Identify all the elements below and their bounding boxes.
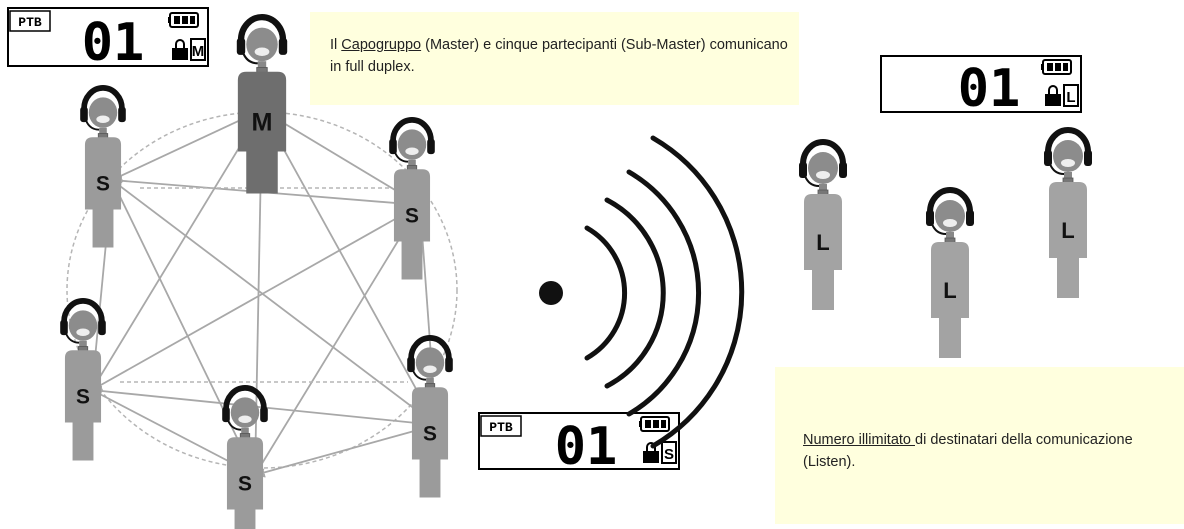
role-letter: S xyxy=(96,173,110,196)
connection-arrow xyxy=(111,179,256,476)
lock-icon xyxy=(1045,85,1061,106)
display-channel: 01 xyxy=(555,417,618,477)
connection-arrow xyxy=(253,422,438,478)
role-letter: M xyxy=(252,108,273,136)
display-role: S xyxy=(664,446,674,463)
display-listen: 01 L xyxy=(880,55,1082,119)
headphones-icon xyxy=(408,335,452,359)
role-letter: S xyxy=(405,205,419,228)
display-sub: PTB 01 S xyxy=(478,412,680,477)
connection-arrow xyxy=(261,109,421,206)
person-s: S xyxy=(60,298,106,461)
headphones-icon xyxy=(61,298,105,322)
display-brand: PTB xyxy=(489,420,513,435)
connection-arrow xyxy=(111,109,263,181)
note-text-pre: Il xyxy=(330,37,342,53)
headphones-icon xyxy=(927,187,973,213)
display-channel: 01 xyxy=(958,59,1021,119)
headphones-icon xyxy=(1045,127,1091,153)
person-l: L xyxy=(926,187,974,358)
note-text-post: (Master) e cinque partecipanti (Sub-Mast… xyxy=(330,37,788,75)
display-role: L xyxy=(1066,89,1075,106)
display-master: PTB 01 M xyxy=(7,7,209,73)
person-s: S xyxy=(407,335,453,498)
headphones-icon xyxy=(390,117,434,141)
wireless-signal-icon xyxy=(539,135,745,449)
unlimited-term: Numero illimitato xyxy=(803,432,915,448)
note-text-post: di destinatari della comunicazione (List… xyxy=(803,432,1133,470)
people-group: M S S S S S L L L xyxy=(60,14,1092,529)
headphones-icon xyxy=(223,385,267,409)
capogruppo-term: Capogruppo xyxy=(341,37,422,53)
connection-arrow xyxy=(91,204,421,391)
listen-description-note: Numero illimitato di destinatari della c… xyxy=(803,429,1173,473)
display-channel: 01 xyxy=(82,13,145,73)
person-s: S xyxy=(222,385,268,529)
person-s: S xyxy=(389,117,435,280)
person-s: S xyxy=(80,85,126,248)
role-letter: S xyxy=(238,473,252,496)
master-description-note: Il Capogruppo (Master) e cinque partecip… xyxy=(310,12,799,105)
display-role: M xyxy=(192,43,205,60)
role-letter: L xyxy=(1061,218,1074,243)
role-letter: S xyxy=(76,386,90,409)
headphones-icon xyxy=(81,85,125,109)
person-m: M xyxy=(236,14,288,194)
headphones-icon xyxy=(237,14,287,41)
person-l: L xyxy=(1044,127,1092,298)
headphones-icon xyxy=(800,139,846,165)
role-letter: S xyxy=(423,423,437,446)
person-l: L xyxy=(799,139,847,310)
connection-arrow xyxy=(111,179,437,426)
battery-icon xyxy=(168,12,199,28)
lock-icon xyxy=(172,39,188,60)
role-letter: L xyxy=(943,278,956,303)
battery-icon xyxy=(639,416,670,432)
display-brand: PTB xyxy=(18,15,42,30)
listen-note-background xyxy=(775,367,1184,524)
role-letter: L xyxy=(816,230,829,255)
battery-icon xyxy=(1041,59,1072,75)
